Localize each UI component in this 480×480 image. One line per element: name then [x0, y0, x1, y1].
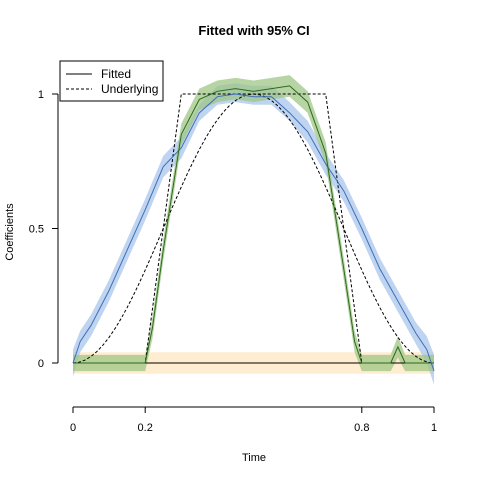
- legend-fitted-label: Fitted: [101, 67, 131, 81]
- y-tick-label-0: 0: [38, 358, 44, 370]
- series-lines: [72, 85, 435, 372]
- ci-bands: [73, 75, 434, 385]
- legend-underlying-label: Underlying: [101, 82, 158, 96]
- legend: Fitted Underlying: [59, 60, 164, 102]
- x-tick-label-0: 0: [70, 422, 76, 434]
- y-axis-label: Coefficients: [4, 203, 16, 261]
- fitted-line-1: [73, 85, 434, 364]
- ci-band-0: [73, 83, 434, 385]
- x-tick-label-2: 0.8: [354, 422, 369, 434]
- y-tick-label-2: 1: [38, 89, 44, 101]
- x-axis-label: Time: [242, 452, 266, 464]
- chart-title: Fitted with 95% CI: [198, 23, 309, 38]
- y-tick-label-1: 0.5: [29, 224, 44, 236]
- legend-box: [59, 60, 164, 102]
- ci-band-1: [73, 75, 434, 372]
- underlying-line-1: [73, 93, 434, 364]
- underlying-line-0: [72, 93, 435, 364]
- x-tick-label-1: 0.2: [138, 422, 153, 434]
- fitted-line-0: [72, 93, 435, 372]
- x-tick-label-3: 1: [431, 422, 437, 434]
- axes: 0 0.2 0.8 1 0 0.5 1: [29, 89, 437, 434]
